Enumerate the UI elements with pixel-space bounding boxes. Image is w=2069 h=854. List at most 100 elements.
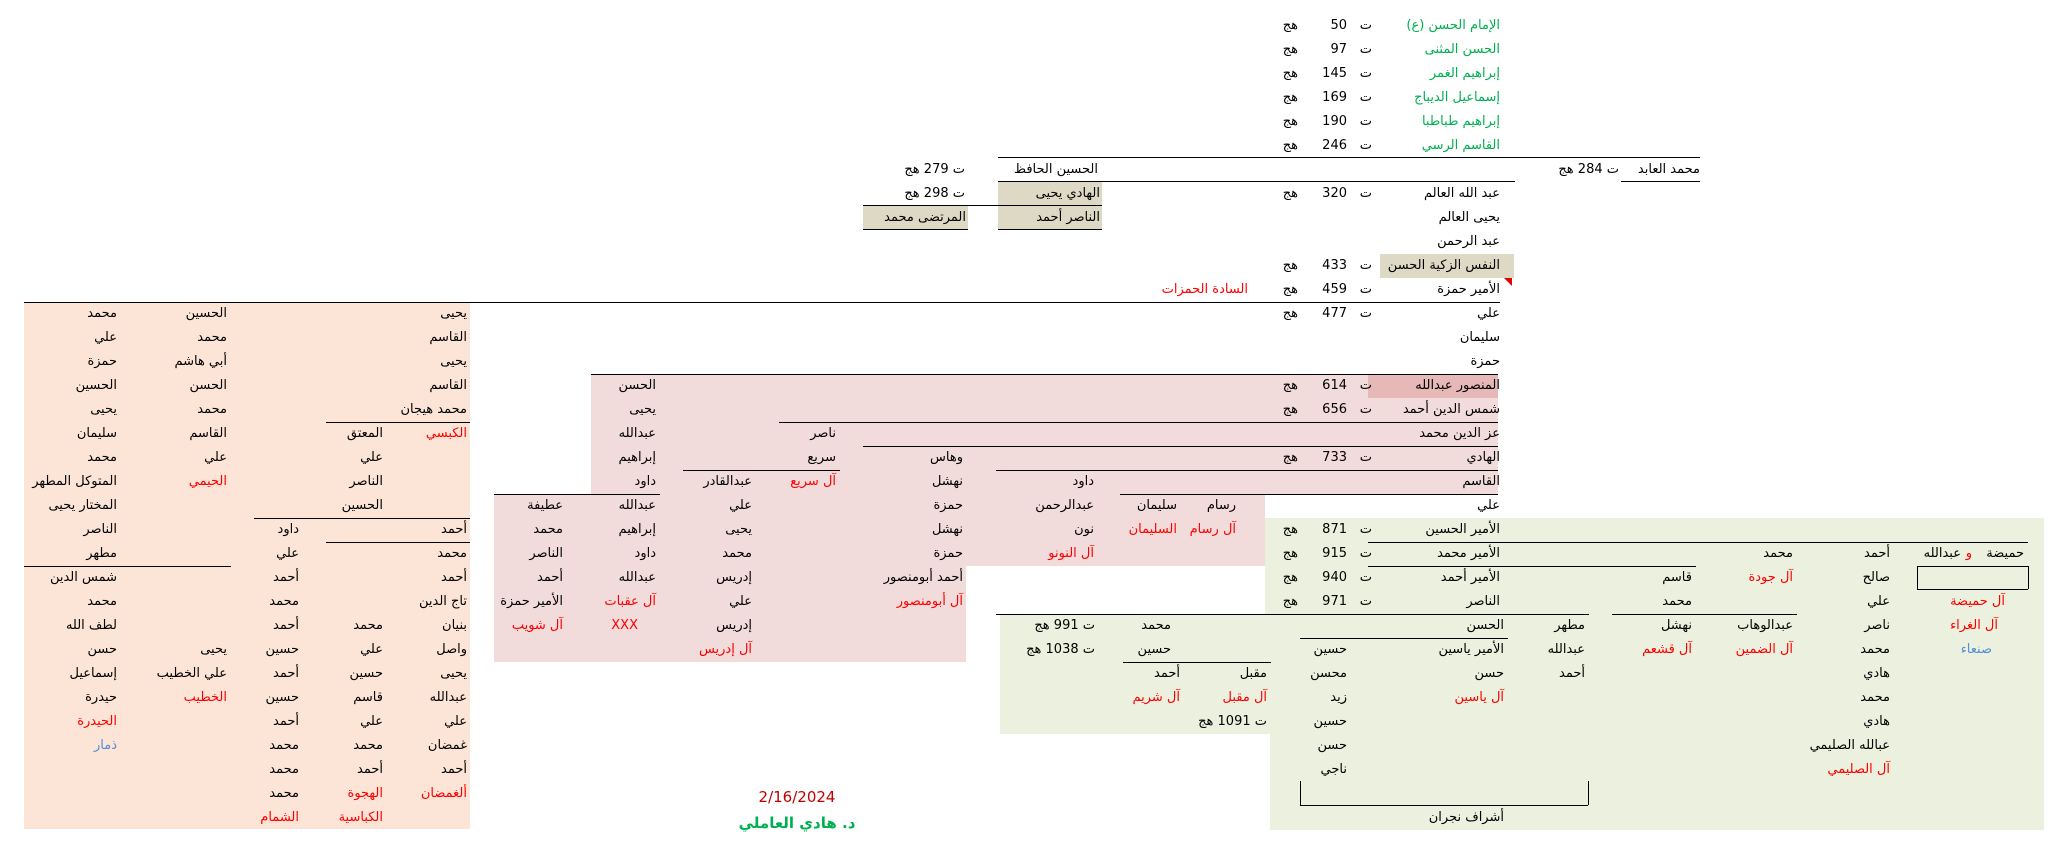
name-cell: الحيمي bbox=[188, 474, 227, 489]
name-cell: آل شويب bbox=[511, 618, 563, 633]
name-cell: الأمير الحسين bbox=[1425, 522, 1500, 537]
name-cell: ت 298 هج bbox=[904, 186, 965, 201]
name-cell: ت bbox=[1359, 258, 1372, 273]
connector-line bbox=[998, 181, 1515, 182]
connector-line bbox=[1300, 638, 1508, 639]
name-cell: علي bbox=[1477, 306, 1500, 321]
name-cell: حسن bbox=[87, 642, 117, 657]
connector-line bbox=[1621, 181, 1700, 182]
name-cell: الأمير محمد bbox=[1437, 546, 1500, 561]
name-cell: الكباسية bbox=[338, 810, 383, 825]
name-cell: ناصر bbox=[810, 426, 836, 441]
name-cell: محمد bbox=[1860, 642, 1890, 657]
connector-line bbox=[326, 542, 470, 543]
name-cell: ت bbox=[1359, 522, 1372, 537]
name-cell: هادي bbox=[1863, 666, 1890, 681]
connector-line bbox=[1368, 542, 2028, 543]
name-cell: القاسم الرسي bbox=[1421, 138, 1500, 153]
name-cell: هج bbox=[1282, 138, 1298, 153]
name-cell: يحيى bbox=[440, 354, 467, 369]
connector-line bbox=[1368, 566, 1696, 567]
name-cell: محمد bbox=[269, 762, 299, 777]
name-cell: محسن bbox=[1310, 666, 1347, 681]
connector-line bbox=[1120, 494, 1498, 495]
name-cell: آل أبومنصور bbox=[896, 594, 963, 609]
name-cell: غمضان bbox=[427, 738, 467, 753]
name-cell: ت bbox=[1359, 18, 1372, 33]
name-cell: سريع bbox=[807, 450, 836, 465]
name-cell: أحمد bbox=[1864, 546, 1890, 561]
name-cell: أحمد bbox=[441, 522, 467, 537]
name-cell: زيد bbox=[1330, 690, 1347, 705]
name-cell: النفس الزكية الحسن bbox=[1387, 258, 1500, 273]
name-cell: حسن bbox=[1474, 666, 1504, 681]
name-cell: أشراف نجران bbox=[1428, 810, 1504, 825]
name-cell: أحمد bbox=[273, 666, 299, 681]
comment-marker-icon[interactable] bbox=[1504, 278, 1512, 286]
name-cell: الحسن bbox=[189, 378, 227, 393]
name-cell: إسماعيل الديباج bbox=[1414, 90, 1500, 105]
name-cell: نهشل bbox=[1660, 618, 1692, 633]
name-cell: علي bbox=[360, 714, 383, 729]
name-cell: آل حميضة bbox=[1950, 594, 2005, 609]
name-cell: هج bbox=[1282, 90, 1298, 105]
name-cell: أحمد bbox=[441, 570, 467, 585]
name-cell: رسام bbox=[1206, 498, 1236, 513]
name-cell: ت bbox=[1359, 90, 1372, 105]
name-cell: ت 279 هج bbox=[904, 162, 965, 177]
connector-line bbox=[1612, 614, 1797, 615]
name-cell: ت 991 هج bbox=[1034, 618, 1095, 633]
name-cell: آل رسام bbox=[1189, 522, 1236, 537]
footer-date: 2/16/2024 bbox=[758, 788, 836, 806]
name-cell: هج bbox=[1282, 450, 1298, 465]
name-cell: لطف الله bbox=[65, 618, 117, 633]
name-cell: يحيى bbox=[440, 306, 467, 321]
name-cell: مقبل bbox=[1239, 666, 1267, 681]
name-cell: مطهر bbox=[86, 546, 117, 561]
name-cell: الهادي bbox=[1466, 450, 1501, 465]
name-cell: آل عقبات bbox=[604, 594, 656, 609]
name-cell: القاسم bbox=[429, 378, 467, 393]
name-cell: ت bbox=[1359, 66, 1372, 81]
name-cell: 971 bbox=[1322, 594, 1347, 609]
name-cell: السادة الحمزات bbox=[1161, 282, 1248, 297]
name-cell: داود bbox=[1072, 474, 1094, 489]
name-cell: الأمير أحمد bbox=[1440, 570, 1500, 585]
name-cell: علي bbox=[444, 714, 467, 729]
name-cell: ت bbox=[1359, 282, 1372, 297]
name-cell: أحمد bbox=[441, 762, 467, 777]
name-cell: الخطيب bbox=[183, 690, 227, 705]
connector-line bbox=[998, 229, 1102, 230]
connector-line bbox=[683, 470, 840, 471]
name-cell: أحمد أبومنصور bbox=[883, 570, 963, 585]
name-cell: يحيى العالم bbox=[1438, 210, 1500, 225]
green-region bbox=[1000, 614, 2044, 734]
name-cell: 733 bbox=[1322, 450, 1347, 465]
name-cell: محمد bbox=[197, 330, 227, 345]
name-cell: إبراهيم bbox=[618, 450, 656, 465]
name-cell: نون bbox=[1074, 522, 1094, 537]
name-cell: هج bbox=[1282, 282, 1298, 297]
name-cell: علي bbox=[204, 450, 227, 465]
name-cell: أحمد bbox=[273, 618, 299, 633]
name-cell: يحيى bbox=[200, 642, 227, 657]
name-cell: المرتضى محمد bbox=[884, 210, 966, 225]
name-cell: حمزة bbox=[933, 498, 963, 513]
name-cell: 169 bbox=[1322, 90, 1347, 105]
name-cell: آل إدريس bbox=[698, 642, 752, 657]
name-cell: محمد bbox=[353, 618, 383, 633]
name-cell: الناصر bbox=[349, 474, 383, 489]
name-cell: حسين bbox=[1313, 714, 1347, 729]
name-cell: ت 1038 هج bbox=[1026, 642, 1095, 657]
connector-line bbox=[24, 566, 231, 567]
name-cell: ناصر bbox=[1864, 618, 1890, 633]
name-cell: ت bbox=[1359, 546, 1372, 561]
name-cell: حمزة bbox=[933, 546, 963, 561]
name-cell: آل الصليمي bbox=[1827, 762, 1890, 777]
name-cell: محمد العابد bbox=[1637, 162, 1700, 177]
name-cell: الكبسي bbox=[425, 426, 467, 441]
name-cell: ت bbox=[1359, 138, 1372, 153]
name-cell: قاسم bbox=[353, 690, 383, 705]
highlight-cell bbox=[998, 182, 1102, 230]
name-cell: داود bbox=[634, 546, 656, 561]
